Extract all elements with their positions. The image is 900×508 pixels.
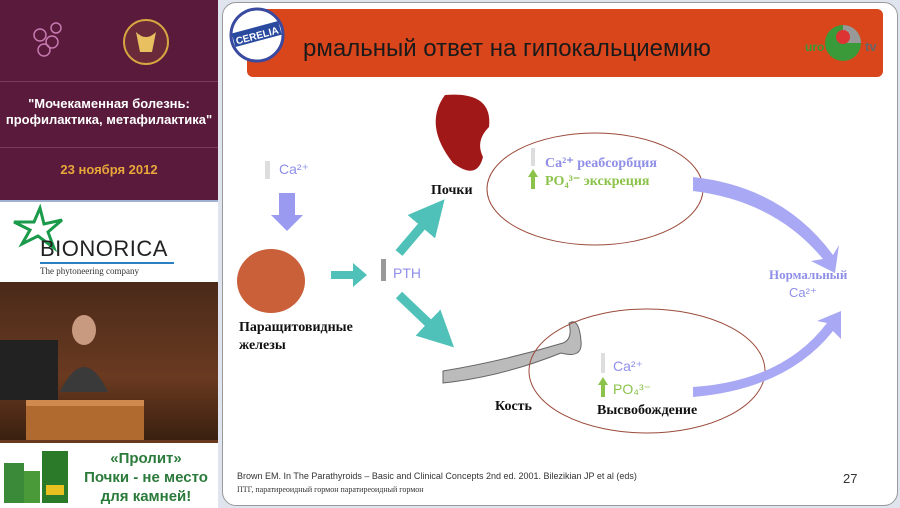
product-packages-image xyxy=(4,451,68,503)
arrow-to-bone xyxy=(395,291,455,348)
ad-product-name: «Пролит» xyxy=(110,450,182,467)
svg-text:uro: uro xyxy=(805,40,824,54)
slide-page-number: 27 xyxy=(843,471,858,486)
slide-title: рмальный ответ на гипокальциемию xyxy=(303,35,711,62)
bone-release-label: Высвобождение xyxy=(597,403,698,418)
bone-label: Кость xyxy=(495,399,532,414)
star-logo-icon xyxy=(13,204,63,253)
arrow-to-kidney xyxy=(395,199,445,256)
conference-title: "Мочекаменная болезнь: профилактика, мет… xyxy=(0,82,218,148)
bone-image xyxy=(442,321,582,384)
down-arrow-icon xyxy=(271,193,303,231)
conference-panel: "Мочекаменная болезнь: профилактика, мет… xyxy=(0,0,218,200)
ad-line: для камней! xyxy=(100,488,192,505)
sponsor-logo: BIONORICA The phytoneering company xyxy=(0,200,218,282)
bone-phosphate: PO₄³⁻ xyxy=(613,381,651,397)
normal-calcium-label: Ca²⁺ xyxy=(789,285,817,300)
uro-tv-logo-icon: uro tv xyxy=(805,25,877,61)
right-arrow-icon xyxy=(331,263,367,287)
cerelia-badge-icon: CERELIA xyxy=(229,7,285,63)
slide-reference: Brown EM. In The Parathyroids – Basic an… xyxy=(237,471,637,481)
slide-abbreviation-note: ПТГ, паратиреоидный гормон паратиреоидны… xyxy=(237,485,424,494)
sponsor-tagline: The phytoneering company xyxy=(40,266,139,276)
kidney-phosphate-excretion: PO₄³⁻ экскреция xyxy=(545,174,650,189)
presentation-slide: рмальный ответ на гипокальциемию CERELIA… xyxy=(222,2,898,506)
bone-calcium: Ca²⁺ xyxy=(613,358,643,374)
normal-calcium-label: Нормальный xyxy=(769,267,848,282)
up-arrow-icon xyxy=(531,148,535,166)
conference-date: 23 ноября 2012 xyxy=(60,162,158,177)
ad-line: Почки - не место xyxy=(84,469,208,486)
svg-text:tv: tv xyxy=(865,39,877,54)
kidney-image xyxy=(435,94,490,171)
parathyroid-image xyxy=(237,249,305,313)
speaker-image xyxy=(0,315,144,440)
parathyroid-label: Паращитовидные железы xyxy=(239,320,353,353)
sponsor-divider xyxy=(40,262,174,264)
webcast-sidebar: "Мочекаменная болезнь: профилактика, мет… xyxy=(0,0,218,508)
speaker-video[interactable] xyxy=(0,282,218,440)
kidney-label: Почки xyxy=(431,183,473,198)
curved-arrow-icon xyxy=(693,311,841,397)
molecule-logo-icon xyxy=(33,19,169,65)
curved-arrow-icon xyxy=(693,177,839,273)
sponsor-name: BIONORICA xyxy=(40,236,168,261)
conference-logos xyxy=(0,0,218,82)
slide-title-bar: рмальный ответ на гипокальциемию xyxy=(247,9,883,77)
calcium-low-label: Ca²⁺ xyxy=(279,161,309,177)
down-arrow-icon xyxy=(265,161,270,179)
pth-label: PTH xyxy=(393,265,421,281)
product-ad[interactable]: «Пролит» Почки - не место для камней! xyxy=(0,440,218,508)
up-arrow-icon xyxy=(528,169,538,189)
up-arrow-icon xyxy=(601,353,605,373)
diagram-graphics xyxy=(237,94,841,434)
up-arrow-icon xyxy=(381,259,386,281)
up-arrow-icon xyxy=(598,377,608,397)
kidney-calcium-reabsorption: Ca²⁺ реабсорбция xyxy=(545,156,657,171)
